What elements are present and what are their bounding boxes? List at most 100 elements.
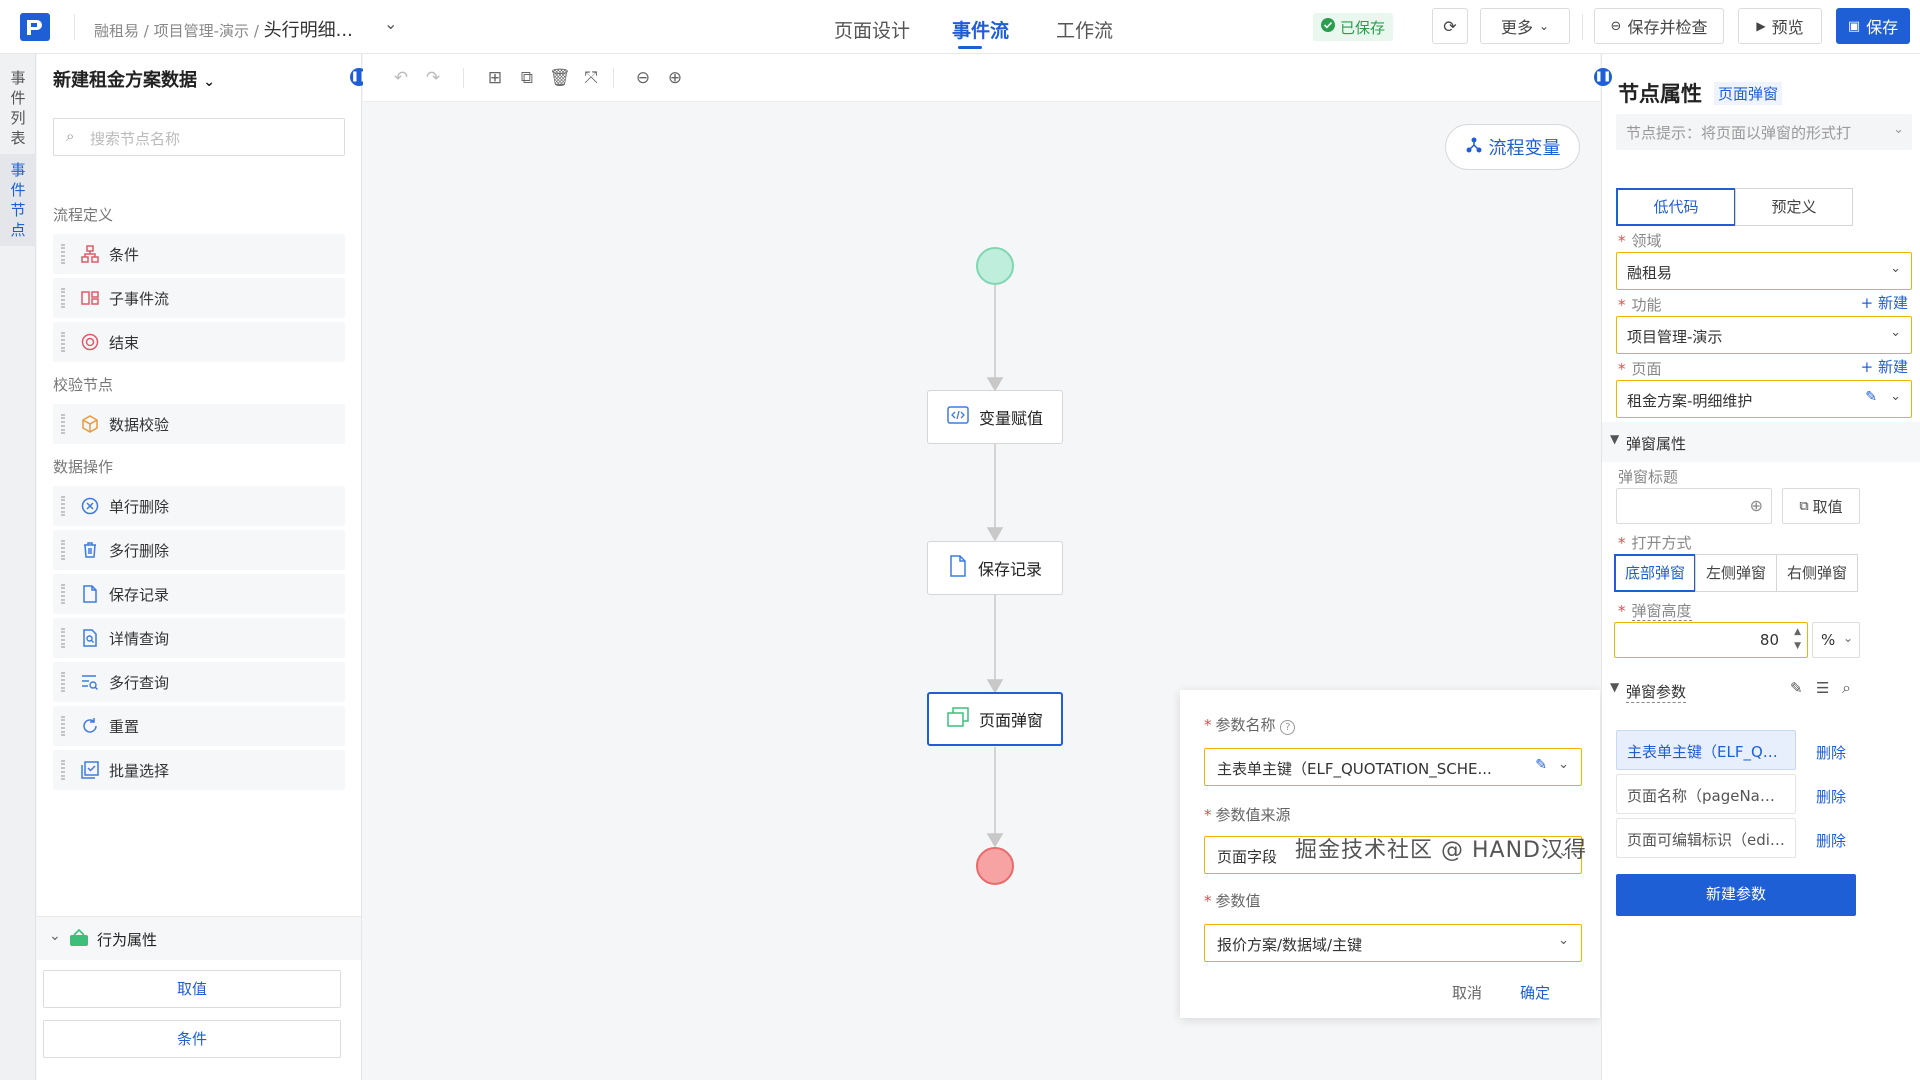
param-item[interactable]: 主表单主键（ELF_QUOT... (1616, 730, 1796, 770)
flow-node-save-record[interactable]: 保存记录 (927, 541, 1063, 595)
flow-variable-button[interactable]: 流程变量 (1445, 124, 1580, 170)
tab-predefined[interactable]: 预定义 (1735, 188, 1853, 226)
behavior-attributes-header[interactable]: ⌄ 行为属性 (37, 916, 361, 960)
drag-handle-icon[interactable] (61, 716, 65, 736)
panel-title[interactable]: 新建租金方案数据 ⌄ (53, 66, 215, 92)
delete-param-link[interactable]: 删除 (1816, 744, 1847, 762)
popover-cancel-button[interactable]: 取消 (1452, 984, 1483, 1002)
drag-handle-icon[interactable] (61, 414, 65, 434)
delete-icon[interactable]: 🗑 (549, 68, 571, 88)
chevron-down-icon[interactable]: ⌄ (384, 14, 398, 33)
breadcrumb-current: 头行明细... (263, 20, 353, 41)
palette-item-end[interactable]: 结束 (53, 322, 345, 362)
save-button[interactable]: ▣保存 (1836, 8, 1910, 44)
palette-item-save-record[interactable]: 保存记录 (53, 574, 345, 614)
redo-icon[interactable]: ↷ (425, 68, 441, 88)
tab-page-design[interactable]: 页面设计 (834, 20, 911, 42)
param-source-select[interactable]: 页面字段 ⌄ (1204, 836, 1582, 874)
rail-tab-event-list[interactable]: 事件列表 (0, 62, 36, 154)
palette-item-detail-query[interactable]: 详情查询 (53, 618, 345, 658)
save-and-check-button[interactable]: ⊖保存并检查 (1594, 8, 1724, 44)
popup-title-take-value-button[interactable]: ⧉取值 (1782, 488, 1860, 524)
drag-handle-icon[interactable] (61, 760, 65, 780)
section-title: 校验节点 (53, 376, 114, 394)
open-mode-bottom[interactable]: 底部弹窗 (1614, 554, 1696, 592)
open-mode-right[interactable]: 右侧弹窗 (1776, 554, 1858, 592)
node-hint-select[interactable]: 节点提示：将页面以弹窗的形式打 ⌄ (1616, 114, 1912, 150)
delete-param-link[interactable]: 删除 (1816, 832, 1847, 850)
palette-item-multi-query[interactable]: 多行查询 (53, 662, 345, 702)
popover-confirm-button[interactable]: 确定 (1520, 984, 1551, 1002)
palette-item-batch-select[interactable]: 批量选择 (53, 750, 345, 790)
flow-node-variable-assign[interactable]: 变量赋值 (927, 390, 1063, 444)
param-name-select[interactable]: 主表单主键（ELF_QUOTATION_SCHE... ✎ ⌄ (1204, 748, 1582, 786)
domain-select[interactable]: 融租易⌄ (1616, 252, 1912, 290)
help-icon[interactable]: ? (1280, 720, 1296, 735)
flow-node-page-popup[interactable]: 页面弹窗 (927, 692, 1063, 746)
more-button[interactable]: 更多⌄ (1480, 8, 1570, 44)
end-node[interactable] (976, 847, 1014, 885)
breadcrumb-item[interactable]: 项目管理-演示 (153, 22, 250, 40)
new-param-button[interactable]: 新建参数 (1616, 874, 1856, 916)
delete-param-link[interactable]: 删除 (1816, 788, 1847, 806)
saved-status-badge: 已保存 (1313, 13, 1394, 41)
drag-handle-icon[interactable] (61, 584, 65, 604)
chevron-down-icon: ⌄ (203, 74, 216, 90)
drag-handle-icon[interactable] (61, 244, 65, 264)
palette-item-condition[interactable]: 条件 (53, 234, 345, 274)
tab-event-flow[interactable]: 事件流 (952, 20, 1010, 42)
edit-pen-icon[interactable]: ✎ (1790, 679, 1803, 697)
collapse-right-icon[interactable]: ❚❚ (1594, 68, 1612, 86)
drag-handle-icon[interactable] (61, 540, 65, 560)
popup-props-header[interactable]: ▼ 弹窗属性 (1602, 422, 1920, 462)
new-page-link[interactable]: + 新建 (1860, 358, 1908, 376)
edit-pen-icon[interactable]: ✎ (1535, 757, 1547, 773)
undo-icon[interactable]: ↶ (393, 68, 409, 88)
drag-handle-icon[interactable] (61, 672, 65, 692)
new-function-link[interactable]: + 新建 (1860, 294, 1908, 312)
drag-handle-icon[interactable] (61, 332, 65, 352)
palette-item-sub-flow[interactable]: 子事件流 (53, 278, 345, 318)
tab-lowcode[interactable]: 低代码 (1616, 188, 1736, 226)
param-value-select[interactable]: 报价方案/数据域/主键 ⌄ (1204, 924, 1582, 962)
param-item[interactable]: 页面可编辑标识（editFla... (1616, 818, 1796, 858)
fit-view-icon[interactable]: ⤧ (584, 68, 598, 88)
start-node[interactable] (976, 247, 1014, 285)
zoom-in-icon[interactable]: ⊕ (667, 68, 683, 88)
param-source-label-text: 参数值来源 (1215, 806, 1291, 824)
palette-item-reset[interactable]: 重置 (53, 706, 345, 746)
palette-item-multi-delete[interactable]: 多行删除 (53, 530, 345, 570)
function-select[interactable]: 项目管理-演示⌄ (1616, 316, 1912, 354)
popup-height-unit-select[interactable]: % ⌄ (1812, 622, 1860, 658)
refresh-button[interactable]: ⟳ (1432, 8, 1468, 44)
drag-handle-icon[interactable] (61, 496, 65, 516)
app-logo[interactable] (18, 11, 52, 43)
search-input[interactable]: ⌕ 搜索节点名称 (53, 118, 345, 156)
preview-button[interactable]: ▶预览 (1738, 8, 1822, 44)
condition-button[interactable]: 条件 (43, 1020, 341, 1058)
take-value-button[interactable]: 取值 (43, 970, 341, 1008)
search-placeholder: 搜索节点名称 (90, 130, 181, 148)
drag-handle-icon[interactable] (61, 288, 65, 308)
palette-item-data-validation[interactable]: 数据校验 (53, 404, 345, 444)
param-source-label: *参数值来源 (1204, 806, 1291, 824)
add-node-icon[interactable]: ⊞ (487, 68, 503, 88)
breadcrumb-item[interactable]: 融租易 (94, 22, 140, 40)
open-mode-left[interactable]: 左侧弹窗 (1695, 554, 1777, 592)
popup-params-header[interactable]: ▼ 弹窗参数 ✎ ☰ ⌕ (1602, 670, 1920, 710)
tab-workflow[interactable]: 工作流 (1056, 20, 1114, 42)
search-icon[interactable]: ⌕ (1842, 678, 1851, 697)
popup-title-input[interactable]: ⊕ (1616, 488, 1772, 524)
param-item[interactable]: 页面名称（pageName） (1616, 774, 1796, 814)
globe-icon[interactable]: ⊕ (1749, 496, 1763, 515)
drag-handle-icon[interactable] (61, 628, 65, 648)
popup-height-input[interactable]: 80 ▲▼ (1614, 622, 1808, 658)
stepper-icon[interactable]: ▲▼ (1794, 627, 1801, 651)
zoom-out-icon[interactable]: ⊖ (635, 68, 651, 88)
palette-item-single-delete[interactable]: 单行删除 (53, 486, 345, 526)
copy-icon[interactable]: ⧉ (520, 68, 534, 88)
page-select[interactable]: 租金方案-明细维护✎⌄ (1616, 380, 1912, 418)
rail-tab-event-node[interactable]: 事件节点 (0, 154, 36, 246)
list-settings-icon[interactable]: ☰ (1816, 679, 1830, 697)
edit-pen-icon[interactable]: ✎ (1865, 389, 1877, 405)
